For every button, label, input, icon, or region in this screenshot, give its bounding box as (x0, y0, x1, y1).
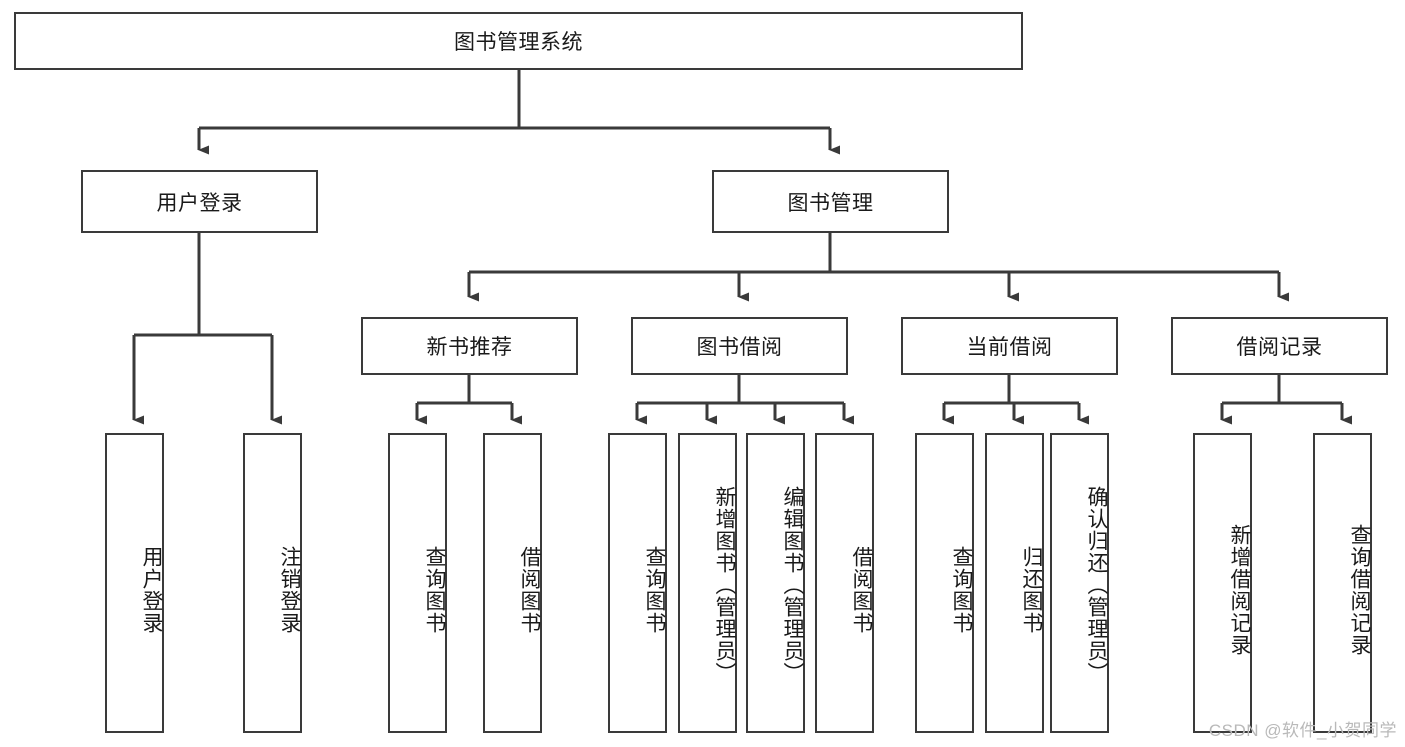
node-book-borrow[interactable]: 图书借阅 (631, 317, 848, 375)
node-leaf-logout[interactable]: 注销登录 (243, 433, 302, 733)
node-leaf-query-book-1[interactable]: 查询图书 (388, 433, 447, 733)
node-root[interactable]: 图书管理系统 (14, 12, 1023, 70)
node-borrow-record[interactable]: 借阅记录 (1171, 317, 1388, 375)
node-leaf-user-login-label: 用户登录 (140, 546, 163, 634)
node-leaf-query-book-1-label: 查询图书 (423, 546, 446, 634)
node-leaf-logout-label: 注销登录 (278, 546, 301, 634)
node-leaf-query-book-2[interactable]: 查询图书 (608, 433, 667, 733)
node-leaf-user-login[interactable]: 用户登录 (105, 433, 164, 733)
node-current-borrow[interactable]: 当前借阅 (901, 317, 1118, 375)
node-leaf-query-book-3-label: 查询图书 (950, 546, 973, 634)
node-leaf-borrow-book-1[interactable]: 借阅图书 (483, 433, 542, 733)
node-leaf-confirm-return-label: 确认归还（管理员） (1085, 486, 1108, 684)
node-leaf-add-book-label: 新增图书（管理员） (713, 486, 736, 684)
node-leaf-query-book-3[interactable]: 查询图书 (915, 433, 974, 733)
node-user-login-label: 用户登录 (156, 191, 243, 215)
node-leaf-add-book[interactable]: 新增图书（管理员） (678, 433, 737, 733)
node-book-manage-label: 图书管理 (787, 191, 874, 215)
csdn-watermark: CSDN @软件_小贺同学 (1208, 721, 1397, 740)
node-leaf-add-record[interactable]: 新增借阅记录 (1193, 433, 1252, 733)
node-leaf-edit-book-label: 编辑图书（管理员） (781, 486, 804, 684)
node-leaf-return-book[interactable]: 归还图书 (985, 433, 1044, 733)
node-leaf-query-record[interactable]: 查询借阅记录 (1313, 433, 1372, 733)
node-leaf-return-book-label: 归还图书 (1020, 546, 1043, 634)
node-leaf-borrow-book-2-label: 借阅图书 (850, 546, 873, 634)
node-leaf-add-record-label: 新增借阅记录 (1228, 524, 1251, 656)
node-user-login[interactable]: 用户登录 (81, 170, 318, 233)
node-new-book-rec[interactable]: 新书推荐 (361, 317, 578, 375)
node-leaf-edit-book[interactable]: 编辑图书（管理员） (746, 433, 805, 733)
node-book-borrow-label: 图书借阅 (696, 336, 783, 359)
node-new-book-rec-label: 新书推荐 (426, 336, 513, 359)
node-borrow-record-label: 借阅记录 (1236, 336, 1323, 359)
node-leaf-query-book-2-label: 查询图书 (643, 546, 666, 634)
node-book-manage[interactable]: 图书管理 (712, 170, 949, 233)
node-leaf-query-record-label: 查询借阅记录 (1348, 524, 1371, 656)
node-current-borrow-label: 当前借阅 (966, 336, 1053, 359)
node-leaf-borrow-book-2[interactable]: 借阅图书 (815, 433, 874, 733)
node-leaf-confirm-return[interactable]: 确认归还（管理员） (1050, 433, 1109, 733)
node-root-label: 图书管理系统 (454, 31, 583, 54)
node-leaf-borrow-book-1-label: 借阅图书 (518, 546, 541, 634)
